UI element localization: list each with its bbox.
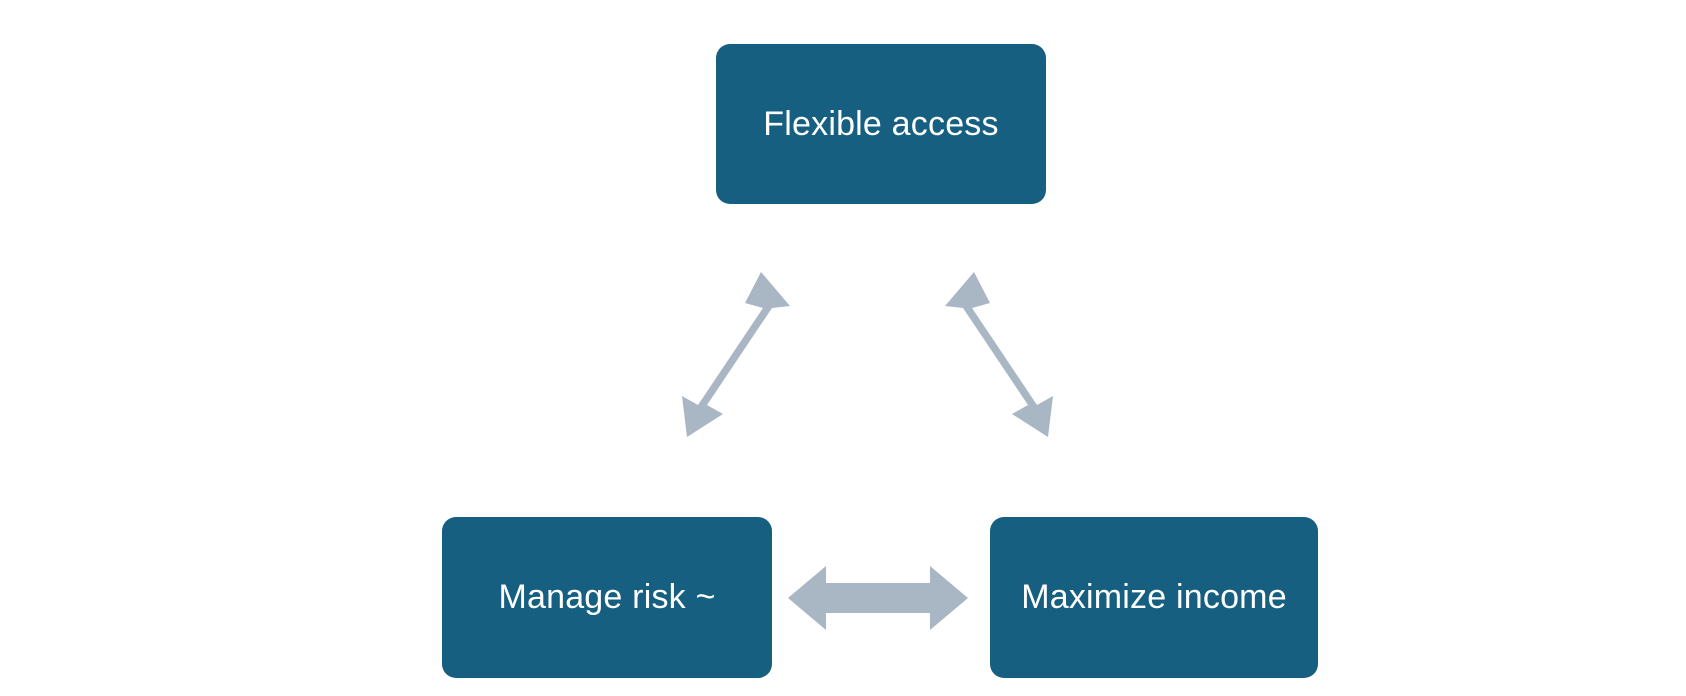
double-arrow-left-icon: [682, 272, 790, 437]
node-flexible-access[interactable]: Flexible access: [716, 44, 1046, 204]
node-manage-risk[interactable]: Manage risk ~: [442, 517, 772, 678]
node-maximize-income-label: Maximize income: [1021, 578, 1287, 617]
double-arrow-bottom-icon: [788, 566, 968, 630]
node-manage-risk-label: Manage risk ~: [498, 578, 716, 617]
double-arrow-right-icon: [945, 272, 1053, 437]
node-flexible-access-label: Flexible access: [763, 104, 999, 143]
node-maximize-income[interactable]: Maximize income: [990, 517, 1318, 678]
